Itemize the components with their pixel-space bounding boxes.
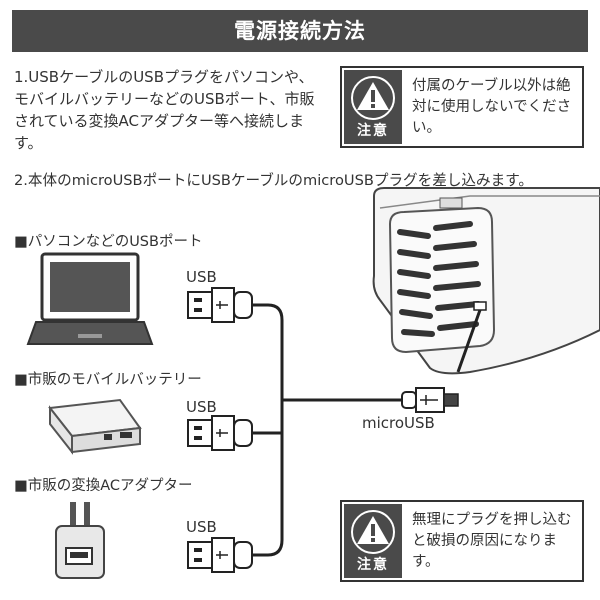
caution-icon-block: 注意 [344,70,402,144]
ac-adapter-icon [55,502,105,579]
caution-text: 無理にプラグを押し込むと破損の原因になります。 [412,512,572,570]
device-unit-icon [372,187,600,375]
warning-icon [351,510,395,554]
usb-label-2: USB [186,398,217,416]
caution-label: 注意 [357,123,389,139]
mobile-battery-icon [48,398,142,455]
step-2-text: 2.本体のmicroUSBポートにUSBケーブルのmicroUSBプラグを差し込… [14,172,533,189]
micro-usb-label: microUSB [362,414,435,432]
device-label-pc: ■パソコンなどのUSBポート [14,234,203,250]
warning-icon [351,76,395,120]
step-1-text: 1.USBケーブルのUSBプラグをパソコンや、モバイルバッテリーなどのUSBポー… [14,68,315,152]
device-label-battery: ■市販のモバイルバッテリー [14,372,202,388]
cable-lines [252,303,402,557]
usb-plug-3 [187,537,253,573]
caution-icon-block: 注意 [344,504,402,578]
caution-label: 注意 [357,557,389,573]
usb-plug-2 [187,415,253,451]
caution-box-bottom: 注意 無理にプラグを押し込むと破損の原因になります。 [340,500,584,582]
usb-label-3: USB [186,518,217,536]
device-label-adapter: ■市販の変換ACアダプター [14,478,193,494]
caution-box-top: 注意 付属のケーブル以外は絶対に使用しないでください。 [340,66,584,148]
section-header: 電源接続方法 [12,10,588,52]
caution-text: 付属のケーブル以外は絶対に使用しないでください。 [412,78,572,136]
usb-label-1: USB [186,268,217,286]
usb-plug-1 [187,287,253,323]
micro-usb-plug [401,387,459,413]
laptop-icon [26,252,154,345]
page-title: 電源接続方法 [234,19,366,43]
